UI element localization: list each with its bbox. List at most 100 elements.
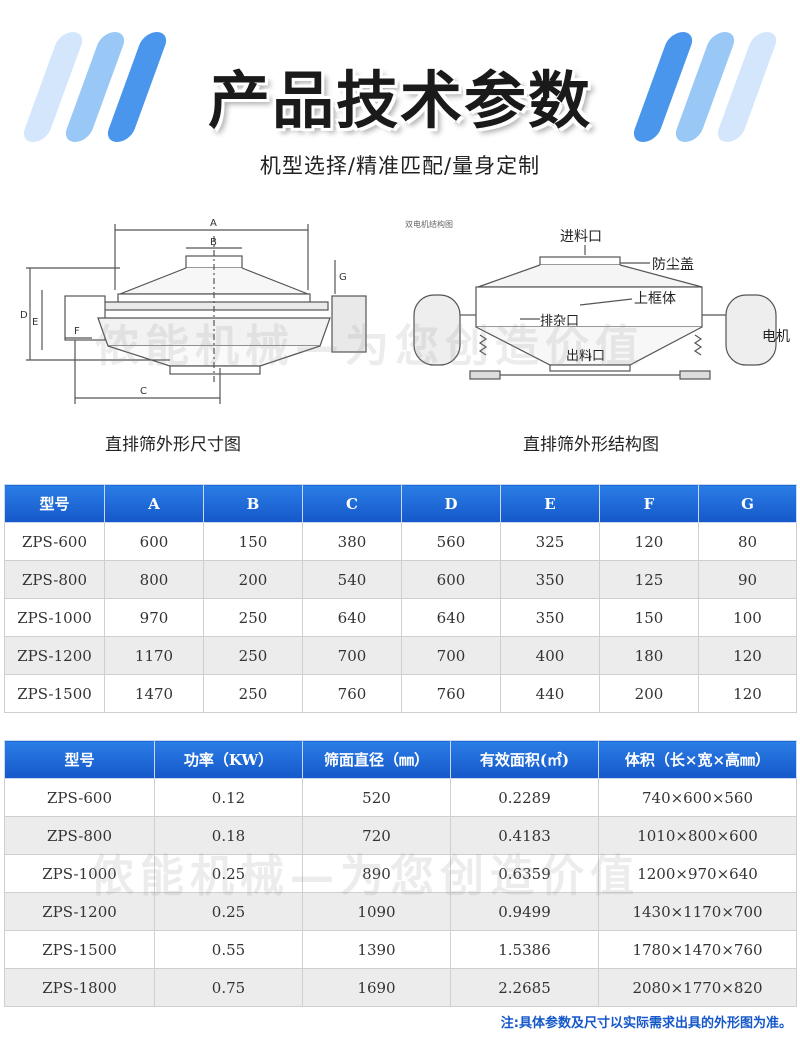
table-cell: ZPS-1500 [4, 930, 155, 969]
table-cell: ZPS-1000 [4, 854, 155, 893]
table-cell: 350 [500, 598, 600, 637]
table-cell: 760 [401, 674, 501, 713]
table-cell: 0.55 [154, 930, 303, 969]
column-header: G [698, 484, 797, 523]
table-cell: 200 [203, 560, 303, 599]
table-cell: 740×600×560 [598, 778, 797, 817]
column-header: 型号 [4, 740, 155, 779]
column-header: E [500, 484, 600, 523]
table-cell: ZPS-1200 [4, 892, 155, 931]
table-cell: 0.4183 [450, 816, 599, 855]
table-cell: 1470 [104, 674, 204, 713]
table-cell: ZPS-800 [4, 560, 105, 599]
header: 产品技术参数 机型选择/精准匹配/量身定制 [0, 0, 800, 200]
table-cell: 700 [401, 636, 501, 675]
table-cell: 90 [698, 560, 797, 599]
table-cell: 2080×1770×820 [598, 968, 797, 1007]
page-title: 产品技术参数 [207, 64, 592, 137]
table-cell: 200 [599, 674, 699, 713]
table-cell: ZPS-600 [4, 522, 105, 561]
table-cell: 760 [302, 674, 402, 713]
structure-small-title: 双电机结构图 [405, 219, 453, 229]
table-cell: 520 [302, 778, 451, 817]
table-cell: ZPS-1000 [4, 598, 105, 637]
table-cell: 150 [203, 522, 303, 561]
table-cell: 1010×800×600 [598, 816, 797, 855]
table-cell: 0.2289 [450, 778, 599, 817]
table-cell: 1200×970×640 [598, 854, 797, 893]
table-cell: 1430×1170×700 [598, 892, 797, 931]
column-header: A [104, 484, 204, 523]
column-header: D [401, 484, 501, 523]
table-cell: 250 [203, 598, 303, 637]
table-cell: 120 [698, 674, 797, 713]
column-header: 有效面积(㎡) [450, 740, 599, 779]
table-cell: 720 [302, 816, 451, 855]
table-cell: 380 [302, 522, 402, 561]
dim-label-c: C [140, 386, 147, 397]
table-cell: ZPS-600 [4, 778, 155, 817]
label-outlet: 出料口 [566, 349, 605, 364]
column-header: C [302, 484, 402, 523]
column-header: F [599, 484, 699, 523]
label-motor: 电机 [762, 329, 790, 345]
table-cell: 0.6359 [450, 854, 599, 893]
table-cell: 0.75 [154, 968, 303, 1007]
dim-label-e: E [32, 317, 38, 328]
table-cell: 640 [401, 598, 501, 637]
table-cell: 540 [302, 560, 402, 599]
table-cell: 640 [302, 598, 402, 637]
table-cell: 180 [599, 636, 699, 675]
table-cell: 0.12 [154, 778, 303, 817]
dim-label-a: A [210, 218, 217, 229]
table-cell: 1090 [302, 892, 451, 931]
structure-caption: 直排筛外形结构图 [523, 435, 659, 455]
column-header: B [203, 484, 303, 523]
dim-label-d: D [20, 310, 28, 321]
dim-label-f: F [74, 326, 80, 337]
table-cell: ZPS-800 [4, 816, 155, 855]
table-cell: 250 [203, 636, 303, 675]
table-cell: 600 [104, 522, 204, 561]
table-cell: ZPS-1500 [4, 674, 105, 713]
table-cell: 600 [401, 560, 501, 599]
table-cell: 250 [203, 674, 303, 713]
dim-label-b: B [210, 237, 217, 248]
table-cell: 2.2685 [450, 968, 599, 1007]
table-cell: 350 [500, 560, 600, 599]
dimension-caption: 直排筛外形尺寸图 [105, 435, 241, 455]
footnote: 注:具体参数及尺寸以实际需求出具的外形图为准。 [500, 1016, 792, 1031]
table-cell: 440 [500, 674, 600, 713]
table-cell: 80 [698, 522, 797, 561]
dimension-drawing: A B C D E F G [20, 218, 367, 404]
table-cell: 0.25 [154, 854, 303, 893]
table-cell: 560 [401, 522, 501, 561]
table-cell: 150 [599, 598, 699, 637]
table-cell: 120 [599, 522, 699, 561]
table-cell: 0.25 [154, 892, 303, 931]
page-subtitle: 机型选择/精准匹配/量身定制 [259, 154, 541, 178]
table-cell: ZPS-1200 [4, 636, 105, 675]
table-cell: 100 [698, 598, 797, 637]
table-cell: ZPS-1800 [4, 968, 155, 1007]
table-cell: 0.9499 [450, 892, 599, 931]
table-cell: 400 [500, 636, 600, 675]
table-cell: 800 [104, 560, 204, 599]
table-cell: 125 [599, 560, 699, 599]
table-cell: 1.5386 [450, 930, 599, 969]
table-cell: 120 [698, 636, 797, 675]
dim-label-g: G [339, 272, 347, 283]
column-header: 型号 [4, 484, 105, 523]
table-cell: 890 [302, 854, 451, 893]
